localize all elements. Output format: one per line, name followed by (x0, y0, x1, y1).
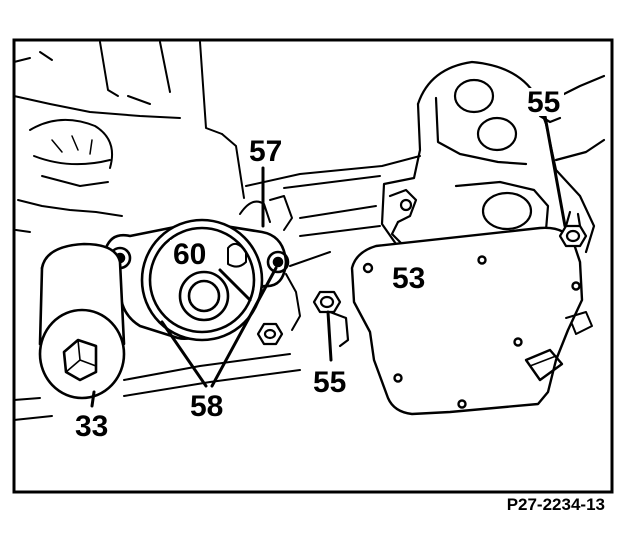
leader-60 (218, 268, 252, 302)
leader-58-left (160, 320, 208, 388)
bolt-55-lower (312, 290, 350, 348)
callout-60: 60 (173, 238, 206, 271)
leader-58-right (210, 266, 278, 388)
base-casting-lines (13, 353, 301, 421)
callout-57: 57 (249, 135, 282, 168)
cover-plate (350, 226, 593, 416)
leader-55-top (543, 114, 567, 228)
leader-lines (90, 114, 567, 408)
leader-55-bottom (326, 310, 333, 362)
engine-block-background (13, 41, 421, 267)
figure-code: P27-2234-13 (507, 495, 605, 514)
callout-53: 53 (392, 262, 425, 295)
filter-33 (38, 242, 126, 400)
bolt-57 (256, 322, 284, 346)
callout-55-bottom: 55 (313, 366, 346, 399)
callout-55-top: 55 (527, 86, 560, 119)
callout-58: 58 (190, 390, 223, 423)
label-60-backing (170, 240, 210, 268)
label-57-backing (248, 136, 284, 164)
leader-33 (90, 390, 96, 408)
label-55-top-backing (526, 88, 564, 116)
callout-33: 33 (75, 410, 108, 443)
bolt-55-upper (558, 210, 588, 248)
